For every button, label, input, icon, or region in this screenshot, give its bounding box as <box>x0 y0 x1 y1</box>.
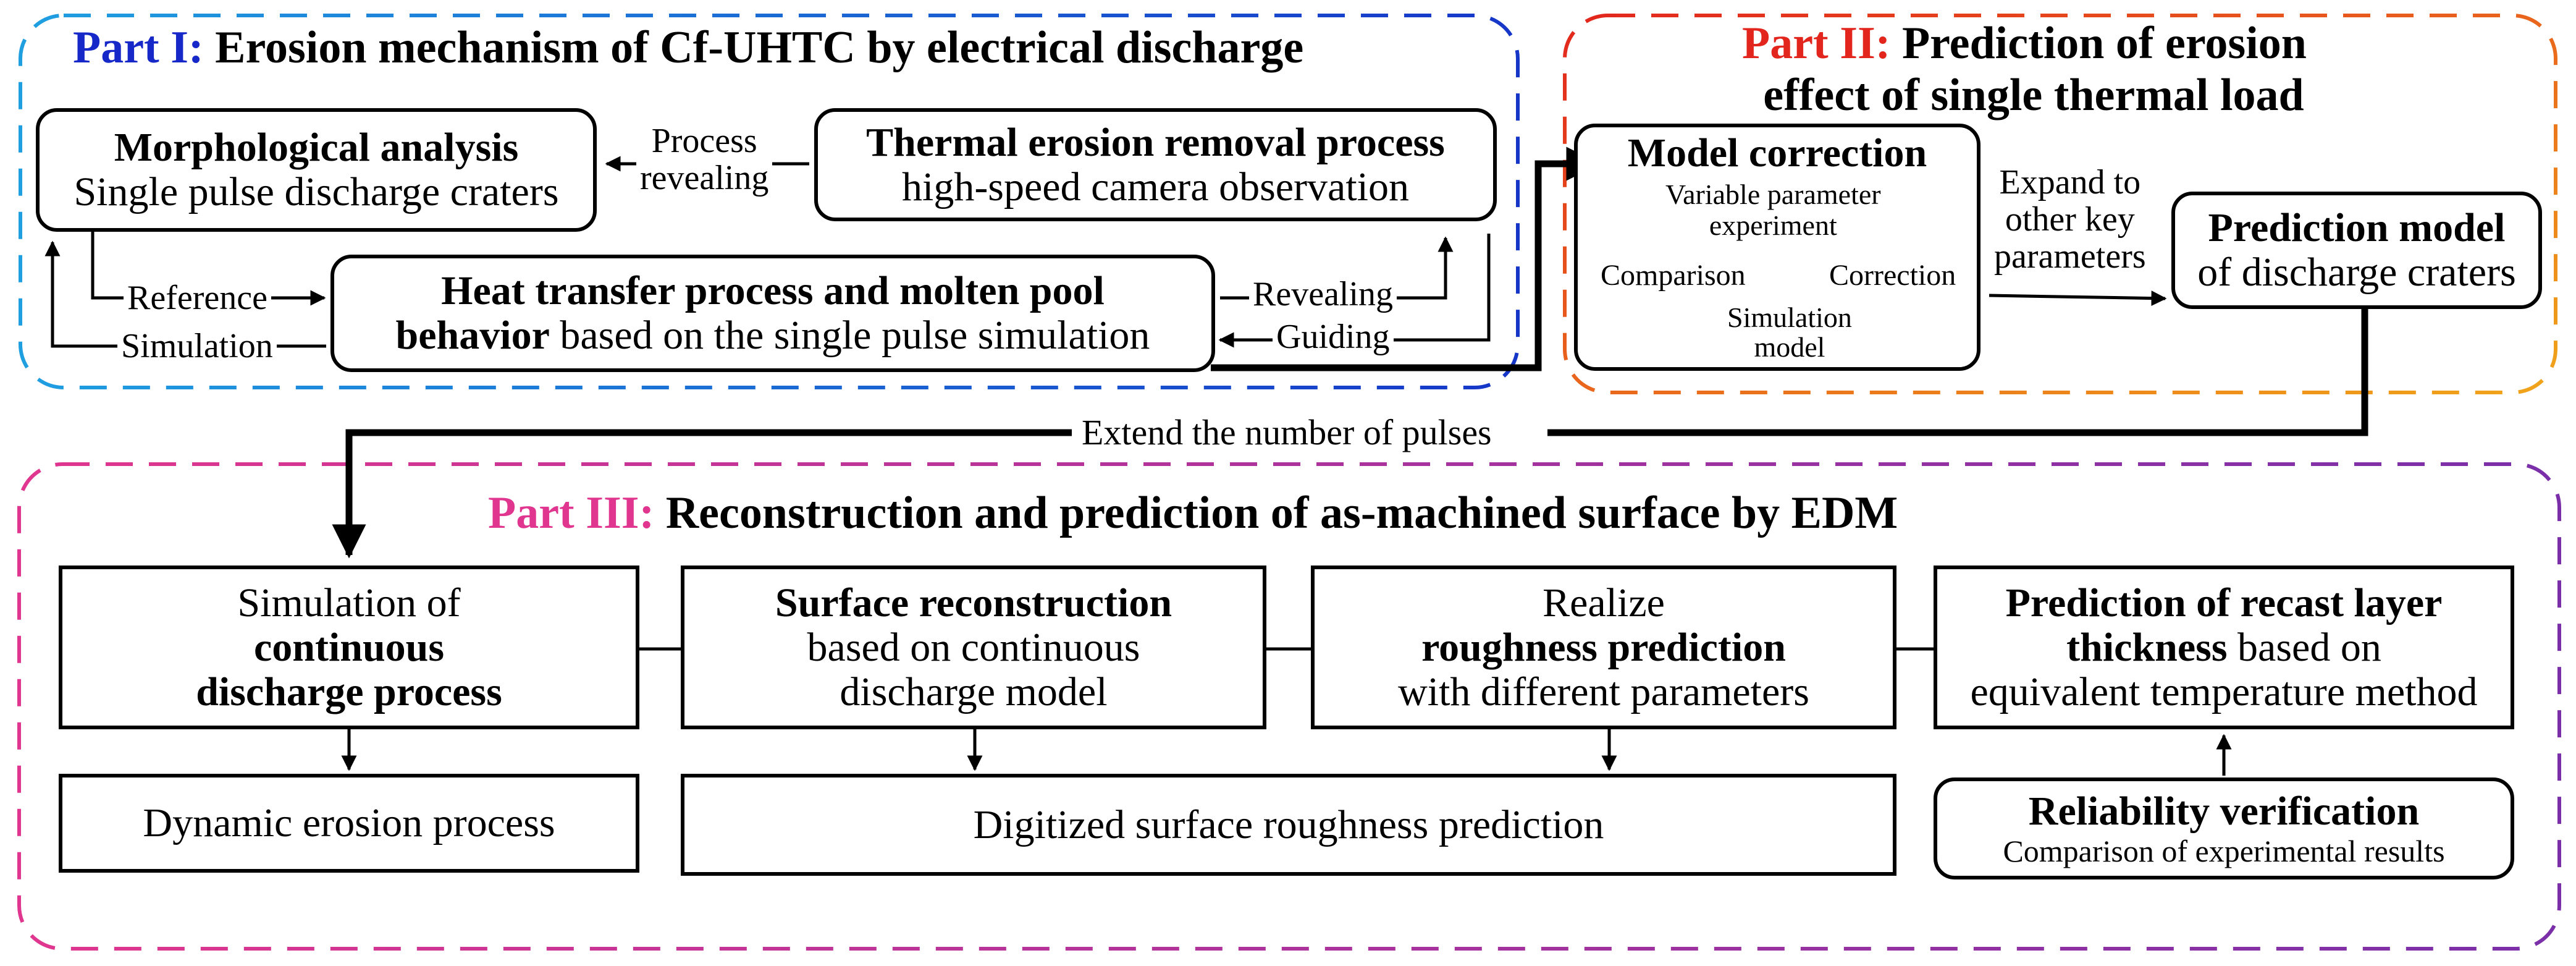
part1-tag: Part I: <box>73 22 204 73</box>
sim-bold1: continuous <box>253 624 445 670</box>
part3-tag: Part III: <box>488 488 655 538</box>
heat-line2-rest: based on the single pulse simulation <box>549 313 1150 358</box>
prediction-model-box: Prediction model of discharge craters <box>2171 192 2542 309</box>
dynamic-text: Dynamic erosion process <box>143 800 555 845</box>
heat-transfer-box: Heat transfer process and molten pool be… <box>330 255 1215 372</box>
process-revealing-label: Process revealing <box>636 122 773 197</box>
comparison-label: Comparison <box>1601 259 1746 292</box>
part2-tag: Part II: <box>1742 18 1891 69</box>
reliability-title: Reliability verification <box>2028 788 2420 834</box>
variable-line2: experiment <box>1709 210 1837 241</box>
recast-line2-bold: thickness <box>2066 624 2228 670</box>
morph-title: Morphological analysis <box>114 125 519 170</box>
process-revealing-line1: Process <box>651 122 757 160</box>
thermal-title: Thermal erosion removal process <box>866 119 1445 165</box>
reference-label: Reference <box>124 279 271 316</box>
part1-title-text: Erosion mechanism of Cf-UHTC by electric… <box>215 22 1304 73</box>
continuous-discharge-box: Simulation of continuous discharge proce… <box>59 566 639 729</box>
expand-line1: Expand to <box>1999 163 2141 201</box>
guiding-label: Guiding <box>1273 318 1394 355</box>
surf-line3: discharge model <box>840 669 1108 714</box>
part3-region <box>17 462 2561 951</box>
variable-line1: Variable parameter <box>1665 179 1881 210</box>
morph-sub: Single pulse discharge craters <box>74 169 559 214</box>
expand-line3: parameters <box>1994 237 2146 276</box>
morphological-analysis-box: Morphological analysis Single pulse disc… <box>36 108 597 232</box>
real-line1: Realize <box>1543 580 1665 625</box>
heat-line2-bold: behavior <box>395 313 550 358</box>
part2-region <box>1563 14 2557 394</box>
recast-line2-rest: based on <box>2227 624 2381 670</box>
simulation-model-label: Simulation model <box>1724 303 1856 362</box>
recast-line1: Prediction of recast layer <box>2005 580 2443 625</box>
part1-region <box>19 14 1520 389</box>
part3-title: Part III: Reconstruction and prediction … <box>488 485 1898 541</box>
simulation-label: Simulation <box>117 328 277 365</box>
simulation-model-line2: model <box>1754 331 1825 363</box>
surf-line2: based on continuous <box>807 624 1140 670</box>
real-bold: roughness prediction <box>1421 624 1786 670</box>
reliability-verification-box: Reliability verification Comparison of e… <box>1934 777 2514 879</box>
expand-label: Expand to other key parameters <box>1990 164 2150 275</box>
thermal-erosion-box: Thermal erosion removal process high-spe… <box>814 108 1497 221</box>
simulation-model-line1: Simulation <box>1727 302 1852 333</box>
expand-line2: other key <box>2005 200 2135 239</box>
thermal-sub: high-speed camera observation <box>901 164 1409 210</box>
part2-title-line1: Prediction of erosion <box>1901 18 2307 69</box>
digitized-text: Digitized surface roughness prediction <box>973 802 1604 847</box>
part2-title: Part II: Prediction of erosion effect of… <box>1742 17 2307 121</box>
part3-title-text: Reconstruction and prediction of as-mach… <box>665 488 1898 538</box>
prediction-model-title: Prediction model <box>2208 205 2506 250</box>
dynamic-erosion-box: Dynamic erosion process <box>59 774 639 873</box>
reliability-sub: Comparison of experimental results <box>2003 833 2445 868</box>
correction-label: Correction <box>1829 259 1956 292</box>
model-correction-title: Model correction <box>1627 130 1927 176</box>
recast-line3: equivalent temperature method <box>1970 669 2478 714</box>
variable-parameter-label: Variable parameter experiment <box>1662 179 1885 241</box>
extend-pulses-label: Extend the number of pulses <box>1078 413 1496 452</box>
digitized-roughness-box: Digitized surface roughness prediction <box>681 774 1896 876</box>
model-correction-box: Model correction <box>1574 124 1980 371</box>
surf-title: Surface reconstruction <box>775 580 1172 625</box>
sim-bold2: discharge process <box>196 669 502 714</box>
part1-title: Part I: Erosion mechanism of Cf-UHTC by … <box>73 20 1303 75</box>
recast-layer-box: Prediction of recast layer thickness bas… <box>1934 566 2514 729</box>
roughness-prediction-box: Realize roughness prediction with differ… <box>1311 566 1896 729</box>
heat-line1: Heat transfer process and molten pool <box>441 268 1105 313</box>
process-revealing-line2: revealing <box>640 159 769 197</box>
surface-reconstruction-box: Surface reconstruction based on continuo… <box>681 566 1266 729</box>
real-rest: with different parameters <box>1398 669 1809 714</box>
prediction-model-sub: of discharge craters <box>2197 250 2516 295</box>
sim-line1: Simulation of <box>237 580 461 625</box>
revealing-label: Revealing <box>1249 276 1397 313</box>
part2-title-line2: effect of single thermal load <box>1763 70 2304 121</box>
